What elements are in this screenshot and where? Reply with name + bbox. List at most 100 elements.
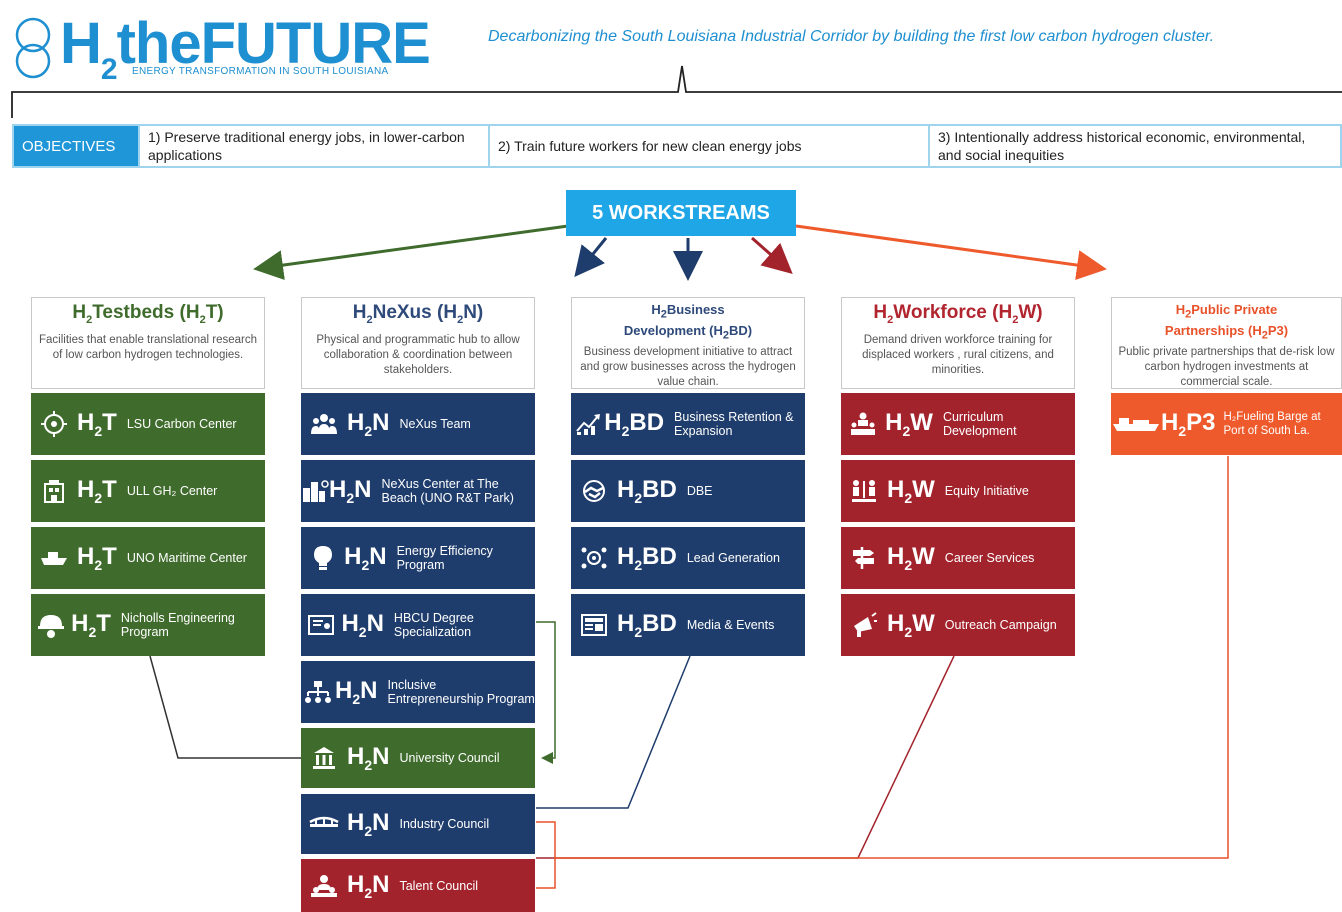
tile-code: H2BD xyxy=(617,610,677,640)
workforce-title: H2Workforce (H2W) xyxy=(873,302,1043,326)
tile-label: Media & Events xyxy=(686,618,775,632)
tile-label: Outreach Campaign xyxy=(944,618,1057,632)
bridge-icon xyxy=(301,814,347,834)
tile-code: H2N xyxy=(329,476,372,506)
nexus-tile-industry: H2N Industry Council xyxy=(301,794,535,854)
tile-code: H2N xyxy=(347,870,390,901)
tile-code: H2BD xyxy=(604,409,665,439)
tile-code: H2N xyxy=(335,677,378,707)
tile-label: NeXus Center at The Beach (UNO R&T Park) xyxy=(381,477,514,505)
workforce-header: H2Workforce (H2W) Demand driven workforc… xyxy=(841,297,1075,389)
business-desc: Business development initiative to attra… xyxy=(580,346,796,389)
tile-label: UNO Maritime Center xyxy=(126,551,247,565)
tile-code: H2W xyxy=(887,476,935,506)
tile-label: Inclusive Entrepreneurship Program xyxy=(387,678,535,706)
workforce-tile-career: H2W Career Services xyxy=(841,527,1075,589)
tile-code: H2T xyxy=(77,476,117,506)
logo-wordmark: H2theFUTURE xyxy=(60,11,431,87)
growth-icon xyxy=(571,411,604,437)
tile-code: H2BD xyxy=(617,543,677,573)
tile-code: H2W xyxy=(887,610,935,640)
nexus-header: H2NeXus (H2N) Physical and programmatic … xyxy=(301,297,535,389)
nexus-tile-university: H2N University Council xyxy=(301,728,535,788)
nexus-tile-center: H2N NeXus Center at The Beach (UNO R&T P… xyxy=(301,460,535,522)
business-tile-dbe: H2BD DBE xyxy=(571,460,805,522)
testbeds-tile-lsu: H2T LSU Carbon Center xyxy=(31,393,265,455)
barge-icon xyxy=(1111,414,1161,434)
tile-code: H2N xyxy=(341,610,384,640)
workforce-tile-equity: H2W Equity Initiative xyxy=(841,460,1075,522)
tile-code: H2P3 xyxy=(1161,409,1216,439)
handshake-icon xyxy=(571,479,617,503)
tile-code: H2W xyxy=(885,409,933,439)
tile-code: H2N xyxy=(347,809,390,839)
nexus-tile-hbcu: H2N HBCU Degree Specialization xyxy=(301,594,535,656)
logo-tagline: ENERGY TRANSFORMATION IN SOUTH LOUISIANA xyxy=(132,66,389,77)
business-tile-retention: H2BD Business Retention & Expansion xyxy=(571,393,805,455)
workforce-desc: Demand driven workforce training for dis… xyxy=(862,333,1054,376)
logo-rings-icon xyxy=(15,17,51,79)
objectives-bar: OBJECTIVES 1) Preserve traditional energ… xyxy=(12,124,1342,168)
tile-code: H2T xyxy=(77,409,117,439)
testbeds-tile-nicholls: H2T Nicholls Engineering Program xyxy=(31,594,265,656)
nexus-tile-talent: H2N Talent Council xyxy=(301,859,535,912)
workstreams-box: 5 WORKSTREAMS xyxy=(566,190,796,236)
business-tile-lead: H2BD Lead Generation xyxy=(571,527,805,589)
tile-label: H₂Fueling Barge at Port of South La. xyxy=(1223,411,1321,437)
logo: H2theFUTURE ENERGY TRANSFORMATION IN SOU… xyxy=(8,8,478,88)
nexus-title: H2NeXus (H2N) xyxy=(352,302,484,326)
testbeds-desc: Facilities that enable translational res… xyxy=(39,333,257,361)
objective-2: 2) Train future workers for new clean en… xyxy=(488,126,928,166)
ppp-desc: Public private partnerships that de-risk… xyxy=(1118,346,1335,389)
workforce-tile-outreach: H2W Outreach Campaign xyxy=(841,594,1075,656)
tile-label: Equity Initiative xyxy=(944,484,1029,498)
testbeds-tile-uno: H2T UNO Maritime Center xyxy=(31,527,265,589)
ppp-tile-barge: H2P3 H₂Fueling Barge at Port of South La… xyxy=(1111,393,1342,455)
tile-label: Lead Generation xyxy=(686,551,780,565)
tile-label: DBE xyxy=(686,484,713,498)
tile-code: H2N xyxy=(344,543,387,573)
tile-label: Curriculum Development xyxy=(942,410,1017,438)
ship-icon xyxy=(31,548,77,568)
objectives-label: OBJECTIVES xyxy=(14,126,138,166)
tile-label: Business Retention & Expansion xyxy=(674,410,794,438)
workforce-tile-curriculum: H2W Curriculum Development xyxy=(841,393,1075,455)
nexus-tile-team: H2N NeXus Team xyxy=(301,393,535,455)
signpost-icon xyxy=(841,545,887,571)
testbeds-title: H2Testbeds (H2T) xyxy=(72,302,224,326)
megaphone-icon xyxy=(841,612,887,638)
target-people-icon xyxy=(571,545,617,571)
tile-code: H2N xyxy=(347,409,390,439)
classroom-icon xyxy=(841,411,885,437)
tile-label: Energy Efficiency Program xyxy=(396,544,493,572)
team-icon xyxy=(301,412,347,436)
objective-1: 1) Preserve traditional energy jobs, in … xyxy=(138,126,488,166)
nexus-tile-inclusive: H2N Inclusive Entrepreneurship Program xyxy=(301,661,535,723)
tile-code: H2N xyxy=(347,743,390,773)
tile-label: University Council xyxy=(399,751,500,765)
tile-code: H2W xyxy=(887,543,935,573)
nexus-desc: Physical and programmatic hub to allow c… xyxy=(316,333,520,376)
tile-label: Nicholls Engineering Program xyxy=(120,611,235,639)
network-icon xyxy=(301,679,335,705)
page-tagline: Decarbonizing the South Louisiana Indust… xyxy=(488,28,1215,45)
business-tile-media: H2BD Media & Events xyxy=(571,594,805,656)
objective-3: 3) Intentionally address historical econ… xyxy=(928,126,1340,166)
city-icon xyxy=(301,478,329,504)
certificate-icon xyxy=(301,614,341,636)
tile-label: Talent Council xyxy=(399,878,478,893)
tile-label: Career Services xyxy=(944,551,1035,565)
tile-label: ULL GH₂ Center xyxy=(126,484,218,498)
tile-label: Industry Council xyxy=(399,817,490,831)
lightbulb-icon xyxy=(301,544,344,572)
people-icon xyxy=(301,874,347,898)
target-icon xyxy=(31,411,77,437)
capitol-icon xyxy=(301,745,347,771)
news-icon xyxy=(571,613,617,637)
tile-code: H2T xyxy=(71,610,111,640)
hardhat-icon xyxy=(31,612,71,638)
tile-code: H2BD xyxy=(617,476,677,506)
equity-icon xyxy=(841,478,887,504)
